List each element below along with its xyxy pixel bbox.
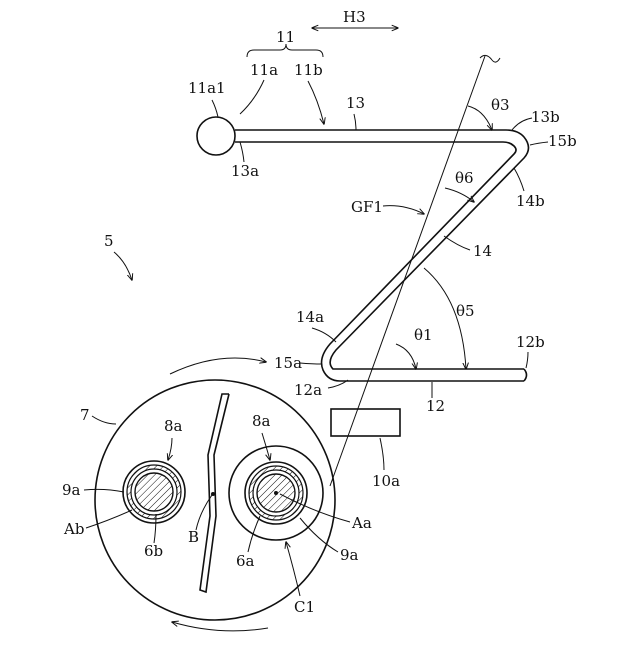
rotation-arrow-bottom: [172, 622, 268, 631]
label-8a-right: 8a: [252, 412, 271, 430]
leader-15a: [300, 363, 322, 364]
label-10a: 10a: [372, 472, 400, 490]
label-ab: Ab: [63, 520, 84, 538]
label-b: B: [188, 528, 199, 546]
label-theta1: θ1: [414, 326, 433, 344]
label-11b: 11b: [294, 61, 323, 79]
label-theta3: θ3: [491, 96, 510, 114]
label-c1: C1: [294, 598, 315, 616]
label-h3: H3: [343, 8, 366, 26]
leader-8a-left: [168, 438, 172, 460]
label-gf1: GF1: [351, 198, 383, 216]
leader-14b: [514, 168, 524, 191]
label-6a: 6a: [236, 552, 255, 570]
leader-ab: [86, 510, 132, 528]
leader-11b: [308, 81, 324, 124]
handle-ball-11a1: [197, 117, 235, 155]
label-12: 12: [426, 397, 445, 415]
leader-12b: [526, 352, 528, 368]
label-13b: 13b: [531, 108, 560, 126]
label-14b: 14b: [516, 192, 545, 210]
leader-11a1: [212, 100, 218, 117]
label-8a-left: 8a: [164, 417, 183, 435]
leader-10a: [380, 438, 384, 470]
label-9a-right: 9a: [340, 546, 359, 564]
line-gf1: [330, 56, 485, 486]
leader-gf1: [383, 206, 424, 214]
label-6b: 6b: [144, 542, 163, 560]
label-12a: 12a: [294, 381, 322, 399]
label-5: 5: [104, 232, 114, 250]
leader-11a: [240, 80, 264, 114]
arc-theta1: [396, 344, 416, 369]
leader-14a: [312, 328, 336, 342]
leader-14: [444, 236, 470, 250]
wire-end-12b: [524, 369, 527, 381]
label-aa: Aa: [351, 514, 372, 532]
label-14: 14: [473, 242, 492, 260]
rotation-arrow-top: [170, 358, 266, 374]
label-9a-left: 9a: [62, 481, 81, 499]
label-11a1: 11a1: [188, 79, 226, 97]
point-aa: [274, 491, 278, 495]
label-11: 11: [276, 28, 295, 46]
label-13: 13: [346, 94, 365, 112]
arc-theta3: [468, 106, 492, 130]
leader-5: [114, 252, 132, 280]
label-theta5: θ5: [456, 302, 475, 320]
block-10a: [331, 409, 400, 436]
leader-c1: [286, 542, 300, 596]
leader-13a: [240, 142, 244, 162]
leader-9a-left: [84, 489, 124, 492]
label-11a: 11a: [250, 61, 278, 79]
label-15a: 15a: [274, 354, 302, 372]
leader-13: [354, 114, 356, 130]
label-14a: 14a: [296, 308, 324, 326]
label-15b: 15b: [548, 132, 577, 150]
shaft-6b: [135, 473, 173, 511]
label-13a: 13a: [231, 162, 259, 180]
wire-frame-inner: [235, 142, 524, 381]
leader-13b: [512, 118, 532, 130]
leader-7: [92, 416, 116, 424]
leader-15b: [530, 142, 548, 145]
label-12b: 12b: [516, 333, 545, 351]
label-theta6: θ6: [455, 169, 474, 187]
label-7: 7: [80, 406, 90, 424]
